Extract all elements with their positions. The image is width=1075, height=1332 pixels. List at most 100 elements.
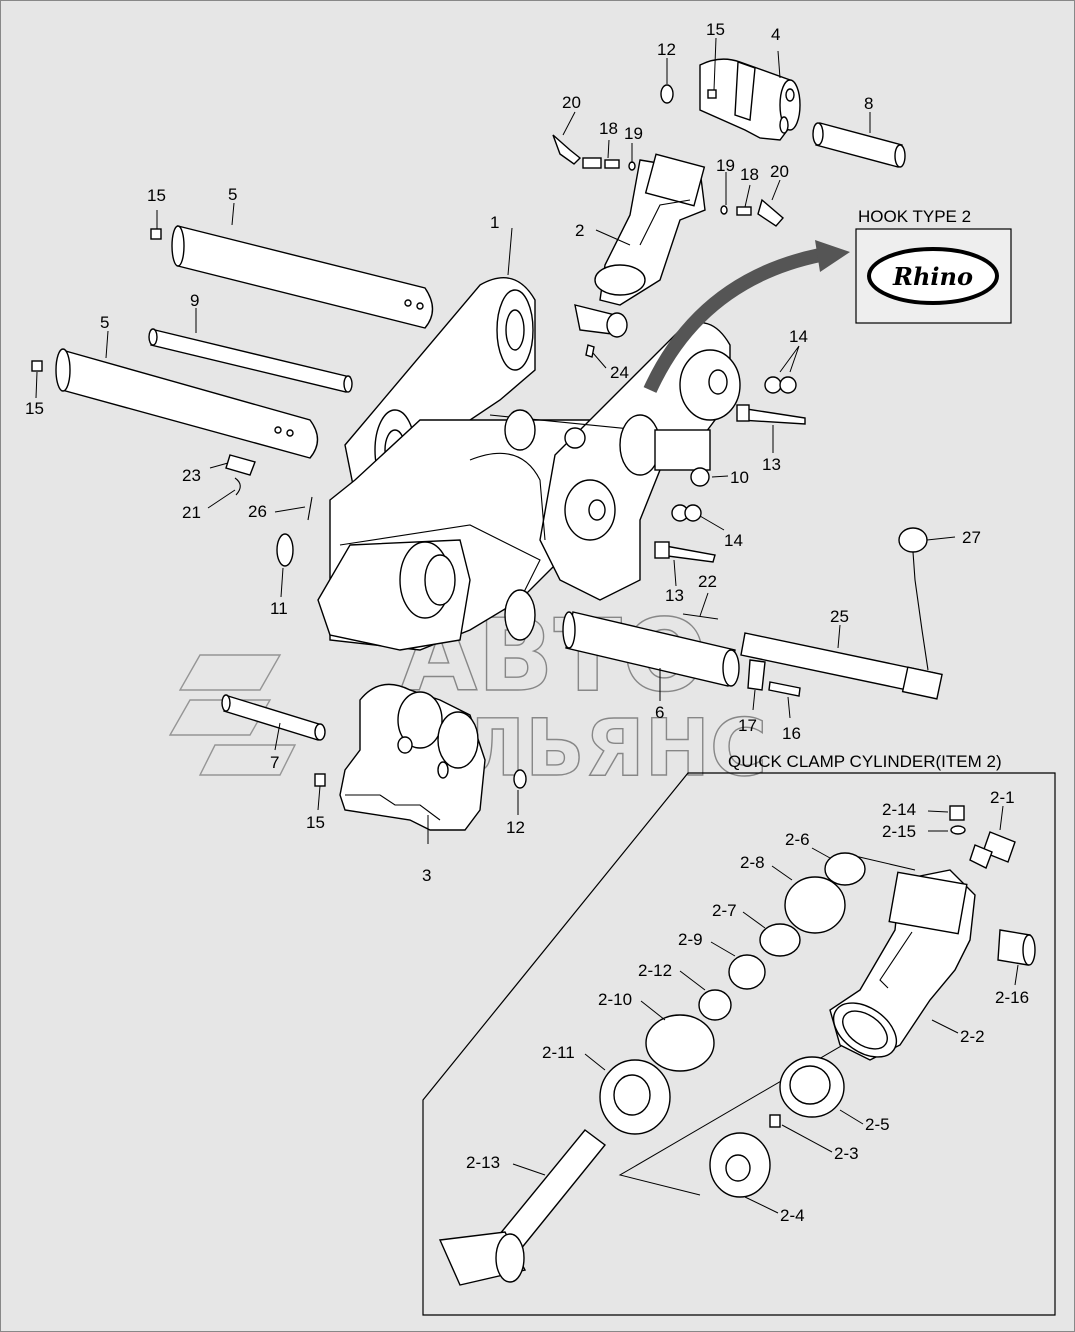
- rhino-logo: Rhino: [892, 262, 973, 291]
- callout-27: 27: [962, 528, 981, 547]
- hook-type-2-box: HOOK TYPE 2 Rhino: [855, 207, 1012, 324]
- part-2-13-rod: [438, 1129, 607, 1286]
- callout-2-1: 2-1: [990, 788, 1015, 807]
- quick-clamp-cylinder-box: QUICK CLAMP CYLINDER(ITEM 2): [422, 752, 1056, 1316]
- callout-2-6: 2-6: [785, 830, 810, 849]
- callout-26: 26: [248, 502, 267, 521]
- callout-2-3: 2-3: [834, 1144, 859, 1163]
- callout-14-lower: 14: [724, 531, 743, 550]
- callout-16: 16: [782, 724, 801, 743]
- callout-12-top: 12: [657, 40, 676, 59]
- part-23-clip: [225, 454, 256, 476]
- callout-9: 9: [190, 291, 199, 310]
- callout-7: 7: [270, 753, 279, 772]
- part-2-11-head: [599, 1059, 671, 1135]
- part-2-7-seal: [759, 923, 801, 957]
- callout-19-left: 19: [624, 124, 643, 143]
- part-17-plate: [747, 659, 766, 691]
- callout-2-8: 2-8: [740, 853, 765, 872]
- callout-5-upper: 5: [228, 185, 237, 204]
- part-16-bolt: [768, 681, 801, 697]
- callout-15-c: 15: [306, 813, 325, 832]
- callout-11: 11: [270, 599, 288, 618]
- part-2-2-cylinder-body: [829, 869, 976, 1061]
- part-7-pin: [221, 694, 326, 741]
- callout-13-upper: 13: [762, 455, 781, 474]
- callout-12-bottom: 12: [506, 818, 525, 837]
- callout-2-16: 2-16: [995, 988, 1029, 1007]
- callout-2-14: 2-14: [882, 800, 916, 819]
- part-9-pin: [148, 328, 353, 393]
- part-11-snap-ring: [276, 533, 294, 567]
- part-21-spring: [234, 477, 241, 496]
- callout-22: 22: [698, 572, 717, 591]
- callout-6: 6: [655, 703, 664, 722]
- part-2-16-bushing: [997, 929, 1036, 966]
- callout-8: 8: [864, 94, 873, 113]
- arrow-to-hook-type-2: [643, 240, 850, 393]
- callout-18-left: 18: [599, 119, 618, 138]
- fittings-right: [720, 198, 784, 227]
- part-5-pin-upper: [171, 225, 434, 329]
- callouts: 1 2 3 4 5 5 6 7 8 9 10 11 12 12 13 13 14…: [25, 20, 1029, 1225]
- callout-14-upper: 14: [789, 327, 808, 346]
- callout-1: 1: [490, 213, 499, 232]
- callout-2: 2: [575, 221, 584, 240]
- callout-2-5: 2-5: [865, 1115, 890, 1134]
- part-2-5-gland: [779, 1056, 845, 1118]
- callout-20-left: 20: [562, 93, 581, 112]
- part-2-9-seal: [728, 954, 766, 990]
- callout-15-a: 15: [147, 186, 166, 205]
- part-2-8-oring: [784, 876, 846, 934]
- part-12-oring-bottom: [513, 769, 527, 789]
- quick-clamp-title: QUICK CLAMP CYLINDER(ITEM 2): [728, 752, 1002, 771]
- part-2-4-piston: [709, 1132, 771, 1198]
- callout-24: 24: [610, 363, 629, 382]
- callout-20-right: 20: [770, 162, 789, 181]
- part-26-pin: [307, 496, 313, 521]
- part-1-main-frame: [317, 277, 741, 651]
- callout-18-right: 18: [740, 165, 759, 184]
- callout-5-lower: 5: [100, 313, 109, 332]
- callout-2-10: 2-10: [598, 990, 632, 1009]
- callout-15-b: 15: [25, 399, 44, 418]
- callout-2-12: 2-12: [638, 961, 672, 980]
- part-2-12-seal: [698, 989, 732, 1021]
- callout-2-15: 2-15: [882, 822, 916, 841]
- part-15-grease-fittings: [31, 89, 717, 787]
- part-25-handle: [740, 632, 943, 700]
- part-10-ring: [690, 467, 710, 487]
- callout-4: 4: [771, 25, 780, 44]
- part-8-pin: [812, 122, 906, 168]
- part-6-pin: [562, 611, 740, 687]
- callout-2-4: 2-4: [780, 1206, 805, 1225]
- callout-3: 3: [422, 866, 431, 885]
- callout-2-2: 2-2: [960, 1027, 985, 1046]
- callout-25: 25: [830, 607, 849, 626]
- part-2-1-fitting: [969, 831, 1016, 869]
- part-2-cylinder: [574, 153, 706, 338]
- callout-2-7: 2-7: [712, 901, 737, 920]
- callout-2-11: 2-11: [542, 1043, 575, 1062]
- callout-15-d: 15: [706, 20, 725, 39]
- callout-10: 10: [730, 468, 749, 487]
- part-27-ring-pin: [898, 527, 929, 671]
- part-3-hook: [339, 683, 486, 831]
- part-2-6-oring: [824, 852, 866, 886]
- part-12-oring-top: [660, 84, 674, 104]
- callout-23: 23: [182, 466, 201, 485]
- part-2-3-screw: [769, 1114, 781, 1128]
- part-24-screw: [585, 344, 595, 358]
- part-2-10-oring: [645, 1014, 715, 1072]
- hook-type-2-title: HOOK TYPE 2: [858, 207, 971, 226]
- fittings-left: [552, 134, 636, 171]
- part-13-bolts: [654, 404, 806, 563]
- callout-19-right: 19: [716, 156, 735, 175]
- part-4-bracket: [699, 58, 801, 141]
- callout-17: 17: [738, 716, 757, 735]
- callout-2-13: 2-13: [466, 1153, 500, 1172]
- callout-13-lower: 13: [665, 586, 684, 605]
- leader-lines: [35, 37, 1019, 1214]
